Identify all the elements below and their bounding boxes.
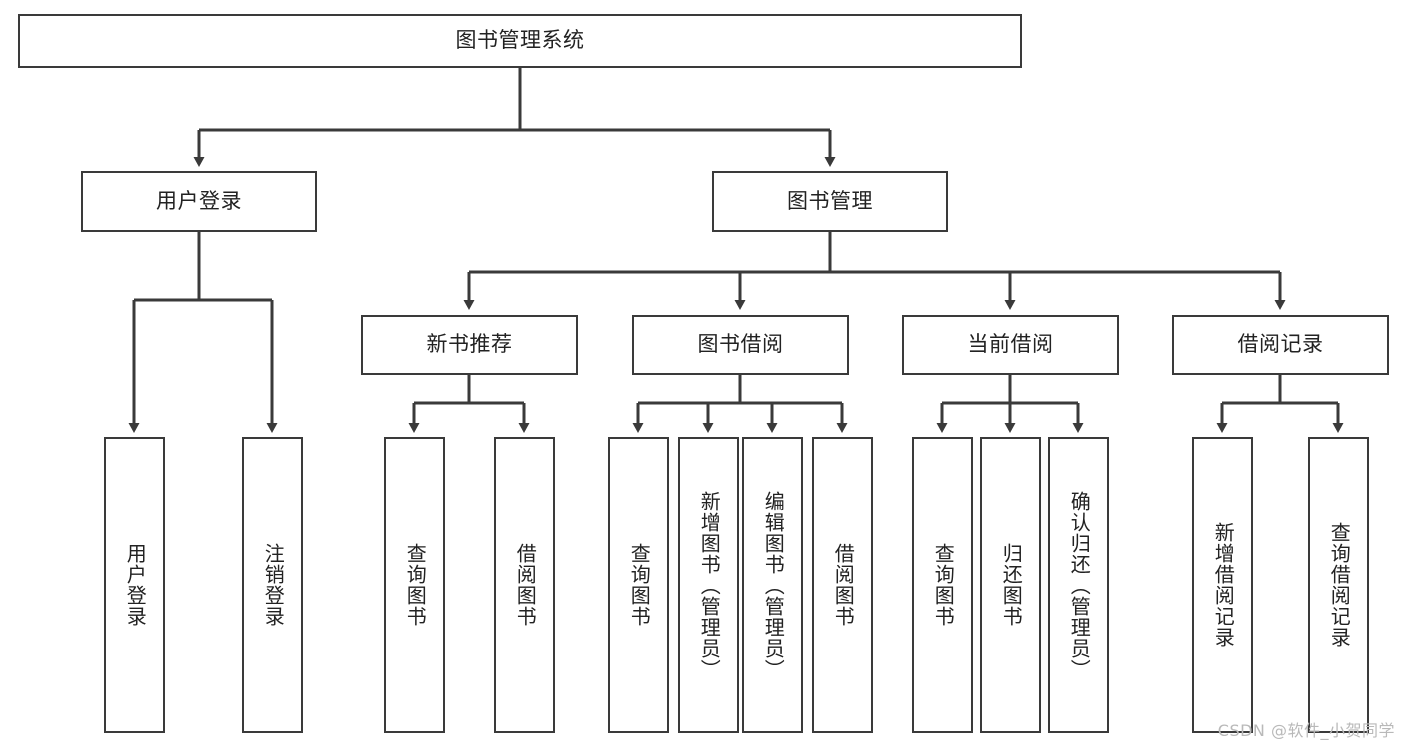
node-leaf-query-book-2-label: 查询图书 [627, 543, 652, 627]
node-book-manage-label: 图书管理 [787, 188, 873, 213]
node-root-label: 图书管理系统 [455, 28, 585, 53]
node-leaf-add-book-label: 新增图书（管理员） [697, 490, 722, 680]
node-book-borrow-label: 图书借阅 [697, 332, 784, 357]
node-leaf-query-book-3[interactable]: 查询图书 [912, 437, 973, 733]
node-leaf-query-book-2[interactable]: 查询图书 [608, 437, 669, 733]
node-leaf-query-record[interactable]: 查询借阅记录 [1308, 437, 1369, 733]
node-leaf-logout-login[interactable]: 注销登录 [242, 437, 303, 733]
node-leaf-query-book-3-label: 查询图书 [931, 543, 956, 627]
node-leaf-add-record[interactable]: 新增借阅记录 [1192, 437, 1253, 733]
node-leaf-query-book-1-label: 查询图书 [403, 543, 428, 627]
node-leaf-confirm-return-label: 确认归还（管理员） [1067, 490, 1092, 680]
node-user-login[interactable]: 用户登录 [81, 171, 317, 232]
node-current-borrow-label: 当前借阅 [967, 332, 1054, 357]
node-root[interactable]: 图书管理系统 [18, 14, 1022, 68]
node-new-book-recommend-label: 新书推荐 [426, 332, 513, 357]
node-book-manage[interactable]: 图书管理 [712, 171, 948, 232]
node-leaf-borrow-book-2-label: 借阅图书 [831, 543, 856, 627]
node-borrow-record[interactable]: 借阅记录 [1172, 315, 1389, 375]
node-book-borrow[interactable]: 图书借阅 [632, 315, 849, 375]
node-leaf-user-login-label: 用户登录 [123, 543, 148, 627]
node-user-login-label: 用户登录 [156, 188, 242, 213]
node-leaf-user-login[interactable]: 用户登录 [104, 437, 165, 733]
node-current-borrow[interactable]: 当前借阅 [902, 315, 1119, 375]
node-leaf-edit-book-label: 编辑图书（管理员） [761, 490, 786, 680]
node-leaf-query-record-label: 查询借阅记录 [1327, 522, 1352, 648]
node-leaf-borrow-book-2[interactable]: 借阅图书 [812, 437, 873, 733]
node-leaf-borrow-book-1[interactable]: 借阅图书 [494, 437, 555, 733]
node-leaf-add-book[interactable]: 新增图书（管理员） [678, 437, 739, 733]
node-leaf-confirm-return[interactable]: 确认归还（管理员） [1048, 437, 1109, 733]
node-borrow-record-label: 借阅记录 [1237, 332, 1324, 357]
node-leaf-add-record-label: 新增借阅记录 [1211, 522, 1236, 648]
node-leaf-query-book-1[interactable]: 查询图书 [384, 437, 445, 733]
node-leaf-return-book-label: 归还图书 [999, 543, 1024, 627]
node-leaf-borrow-book-1-label: 借阅图书 [513, 543, 538, 627]
node-leaf-logout-login-label: 注销登录 [261, 543, 286, 627]
node-new-book-recommend[interactable]: 新书推荐 [361, 315, 578, 375]
node-leaf-edit-book[interactable]: 编辑图书（管理员） [742, 437, 803, 733]
node-leaf-return-book[interactable]: 归还图书 [980, 437, 1041, 733]
